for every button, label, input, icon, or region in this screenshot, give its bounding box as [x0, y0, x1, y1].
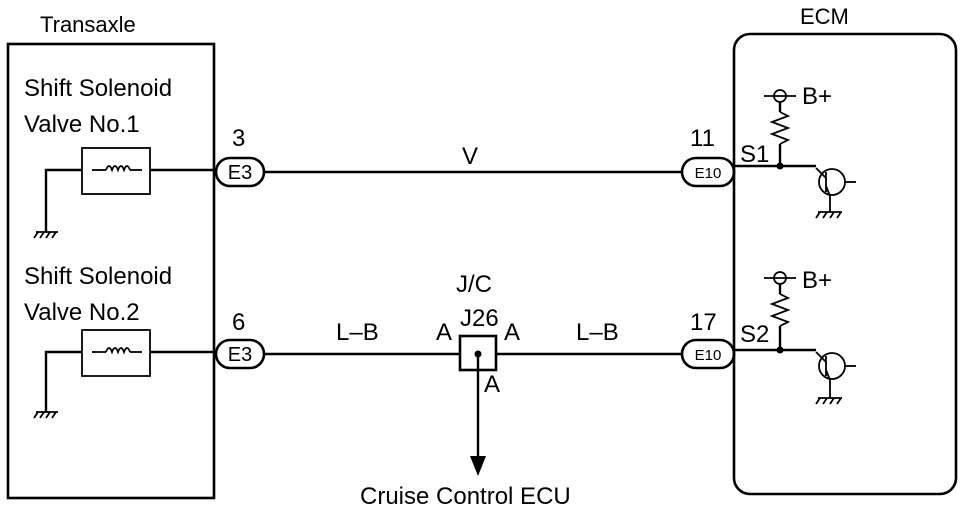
connector-e10-bottom-code: E10 [695, 347, 722, 364]
ecm-supply-top: B+ [802, 83, 832, 110]
arrow-down-icon [470, 456, 486, 476]
solenoid2-symbol [44, 329, 216, 412]
ecm-terminal-s2: S2 [740, 321, 769, 348]
wire-lb-right-label: L–B [576, 319, 619, 346]
ground-icon [33, 231, 58, 239]
solenoid1-symbol [44, 147, 216, 232]
connector-e10-top-pin: 11 [690, 125, 715, 152]
solenoid2-wire [44, 350, 216, 412]
junction-pin-left: A [436, 319, 452, 346]
ecm-supply-bottom: B+ [802, 267, 832, 294]
junction-pin-right: A [504, 319, 520, 346]
junction-title: J/C [456, 271, 492, 298]
ecm-block: ECM S1 B+ S2 [732, 4, 958, 496]
connector-e10-top: 11 E10 [680, 125, 736, 188]
junction-connector: J/C J26 A A A [436, 271, 520, 476]
connector-e3-top-code: E3 [228, 162, 252, 184]
ecm-terminal-s1: S1 [740, 141, 769, 168]
resistor-icon [769, 111, 791, 145]
junction-pin-down: A [484, 371, 500, 398]
solenoid1-label-line2: Valve No.1 [24, 111, 140, 138]
solenoid1-label-line1: Shift Solenoid [24, 75, 172, 102]
connector-e10-bottom-pin: 17 [690, 309, 717, 336]
ecm-outline [732, 32, 958, 496]
transaxle-title: Transaxle [40, 12, 136, 37]
connector-e3-bottom: 6 E3 [214, 309, 266, 370]
wire-v-label: V [462, 143, 478, 170]
solenoid1-wire [44, 168, 216, 232]
solenoid2-label-line1: Shift Solenoid [24, 263, 172, 290]
connector-e3-bottom-pin: 6 [232, 309, 245, 336]
ground-icon [33, 411, 58, 419]
connector-e3-bottom-code: E3 [228, 344, 252, 366]
connector-e3-top: 3 E3 [214, 125, 266, 188]
ground-icon [815, 211, 842, 219]
connector-e10-bottom: 17 E10 [680, 309, 736, 370]
connector-e3-top-pin: 3 [232, 125, 245, 152]
solenoid2-label-line2: Valve No.2 [24, 299, 140, 326]
destination-label: Cruise Control ECU [360, 483, 571, 510]
ground-icon [815, 397, 842, 405]
resistor-icon [769, 293, 791, 327]
connector-e10-top-code: E10 [695, 165, 722, 182]
transaxle-outline [6, 42, 216, 500]
junction-code: J26 [460, 305, 499, 332]
transaxle-block: Transaxle Shift Solenoid Valve No.1 Shif… [6, 12, 216, 500]
transistor-icon [815, 351, 856, 398]
wire-lb-left-label: L–B [336, 319, 379, 346]
ecm-title: ECM [800, 4, 849, 29]
transistor-icon [815, 167, 856, 212]
